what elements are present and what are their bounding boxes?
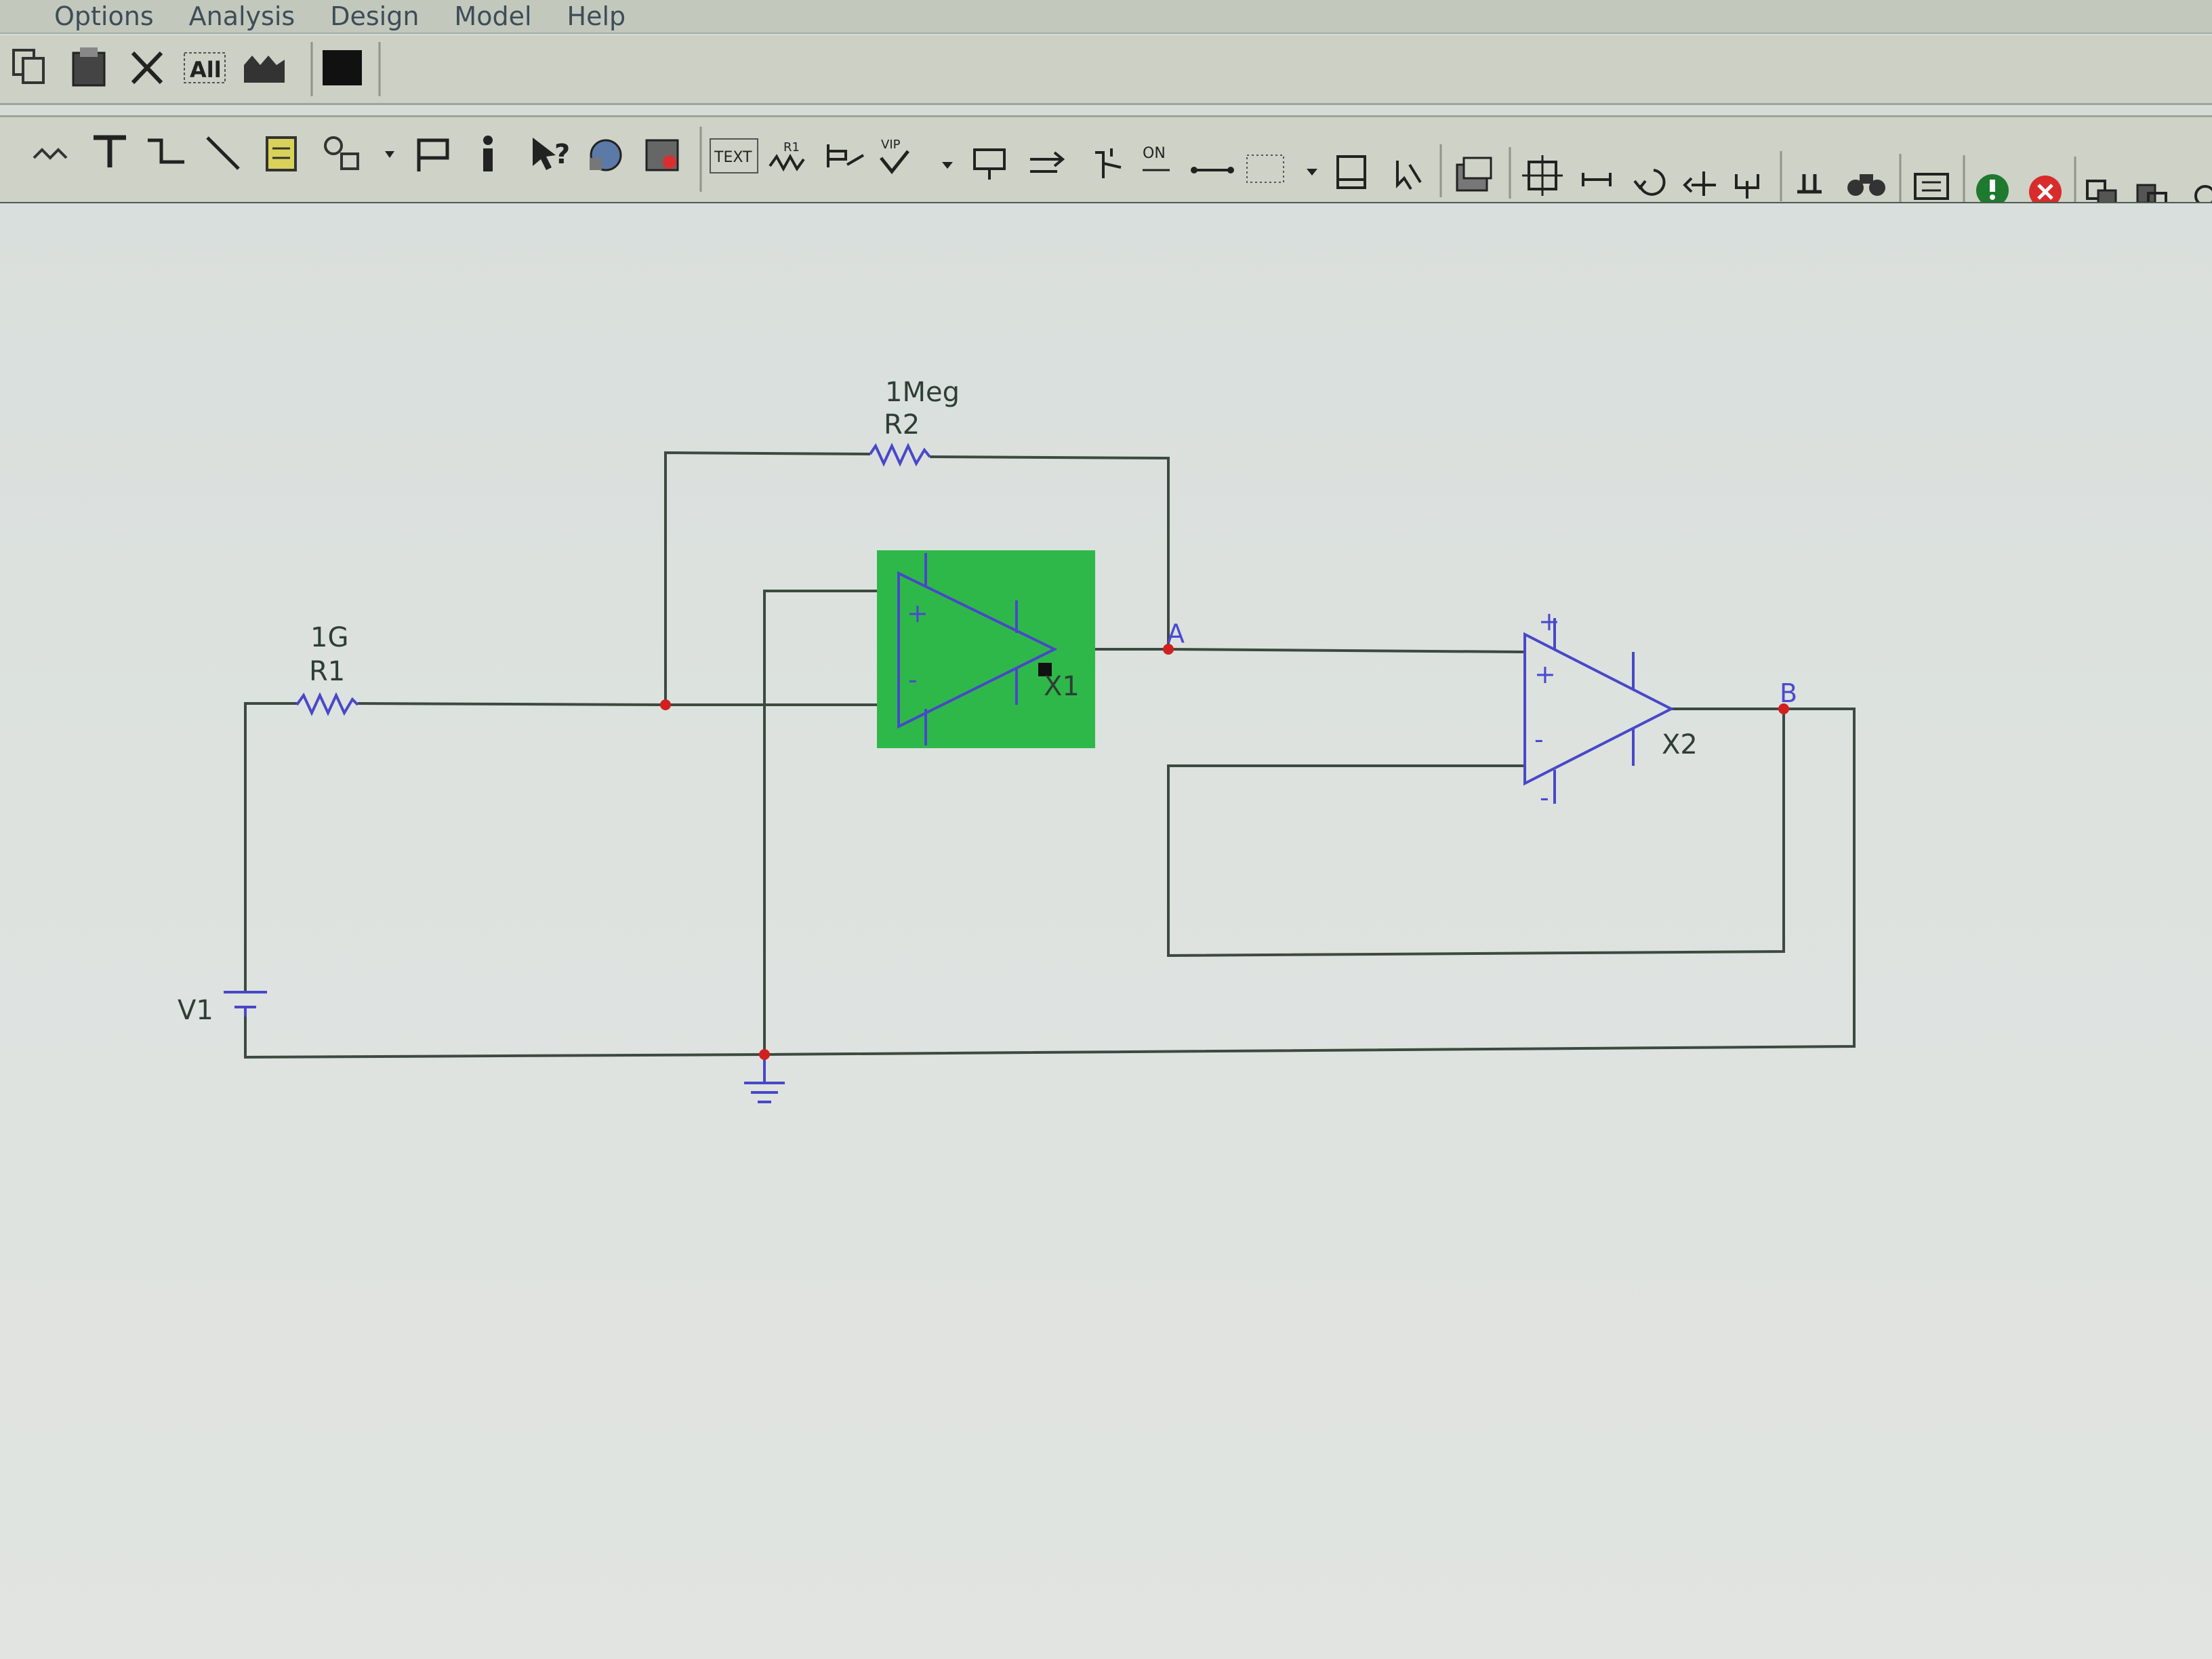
resistor-label-icon[interactable]: R1 <box>769 140 805 172</box>
menu-model[interactable]: Model <box>454 1 532 31</box>
select-all-label: All <box>190 57 222 83</box>
line-icon[interactable] <box>206 136 240 170</box>
menu-bar: Options Analysis Design Model Help <box>0 0 2212 34</box>
menu-analysis[interactable]: Analysis <box>188 1 295 31</box>
binoculars-icon[interactable] <box>1847 174 1885 196</box>
switch-on-icon[interactable]: ON <box>1143 145 1170 171</box>
component-edit-icon[interactable] <box>645 139 679 171</box>
voltage-source-v1[interactable]: V1 <box>178 991 267 1026</box>
bring-front-icon[interactable] <box>2086 180 2117 202</box>
menu-design[interactable]: Design <box>330 1 419 31</box>
close-circle-icon[interactable] <box>2029 176 2062 202</box>
x1-selection-box <box>877 550 1095 748</box>
flag-icon[interactable] <box>417 138 449 171</box>
select-all-icon[interactable]: All <box>184 52 226 83</box>
x1-minus-pin: - <box>908 665 918 695</box>
wire-x2-feedback[interactable] <box>1167 709 1785 958</box>
v1-name: V1 <box>178 995 213 1026</box>
hand-icon[interactable] <box>244 56 285 83</box>
resistor-label-text: R1 <box>783 140 800 155</box>
info-icon[interactable] <box>483 136 493 171</box>
shapes-dropdown-icon[interactable] <box>385 151 394 158</box>
wire-ground-return[interactable] <box>764 708 1856 1056</box>
pick-icon[interactable] <box>1396 161 1422 190</box>
vip-probe-icon[interactable]: VIP <box>880 138 953 175</box>
svg-text:?: ? <box>554 139 570 170</box>
x2-vplus-pin: + <box>1538 607 1560 636</box>
wire-a-to-x2-plus[interactable] <box>1168 648 1525 653</box>
rotate-icon[interactable] <box>1633 169 1666 196</box>
wire-r1-left[interactable] <box>244 702 297 943</box>
text-label-tool-text: TEXT <box>714 149 752 166</box>
flip-vertical-icon[interactable] <box>1735 174 1759 199</box>
overflow-icon[interactable] <box>2194 185 2212 202</box>
meter-icon[interactable] <box>266 136 297 171</box>
fit-icon[interactable] <box>1522 155 1563 196</box>
junction-b[interactable] <box>1778 703 1789 714</box>
junctions <box>660 644 1789 1060</box>
text-label-tool-icon[interactable]: TEXT <box>710 138 758 173</box>
wire-r2-left[interactable] <box>664 451 871 705</box>
x2-name: X2 <box>1662 729 1698 760</box>
toolbar-components: ? TEXT R1 VIP <box>0 115 2212 205</box>
resistor-r1[interactable]: 1G R1 <box>295 622 359 716</box>
transistor-icon[interactable] <box>1095 148 1122 178</box>
junction-ground[interactable] <box>759 1049 770 1060</box>
globe-icon[interactable] <box>590 139 622 171</box>
wire-icon[interactable] <box>148 138 184 164</box>
pin-marker-icon[interactable] <box>827 144 865 167</box>
opamp-x1[interactable]: + - X1 <box>877 550 1095 748</box>
wire-r2-right[interactable] <box>929 455 1170 649</box>
vip-probe-text: VIP <box>881 138 901 152</box>
toolbar-top: All <box>0 35 2212 105</box>
x1-origin-marker <box>1038 663 1052 676</box>
ground-symbol[interactable] <box>744 1054 785 1103</box>
delete-icon[interactable] <box>131 51 163 85</box>
connector-icon[interactable] <box>1191 167 1234 173</box>
stop-icon[interactable] <box>323 50 362 85</box>
run-check-icon[interactable] <box>1976 174 2009 202</box>
switch-on-text: ON <box>1143 145 1166 162</box>
help-pointer-icon[interactable]: ? <box>533 138 570 170</box>
send-back-icon[interactable] <box>2136 184 2167 202</box>
text-tool-icon[interactable] <box>94 135 126 167</box>
wires <box>244 451 1856 1059</box>
paste-icon[interactable] <box>72 47 106 87</box>
board-icon[interactable] <box>1914 173 1949 200</box>
x1-name: X1 <box>1044 671 1080 702</box>
r2-name: R2 <box>884 409 920 441</box>
properties-icon[interactable] <box>1456 157 1492 192</box>
r1-value: 1G <box>310 622 348 653</box>
wire-v1-bottom[interactable] <box>244 1017 765 1059</box>
find-icon[interactable] <box>1797 174 1822 194</box>
junction-r1-r2[interactable] <box>660 699 671 710</box>
grid-icon[interactable] <box>1246 155 1317 183</box>
stretch-icon[interactable] <box>1582 173 1612 186</box>
resistor-r2[interactable]: 1Meg R2 <box>869 377 960 467</box>
x2-plus-pin: + <box>1534 659 1556 689</box>
schematic-canvas[interactable]: 1G R1 1Meg R2 V1 <box>0 203 2212 1659</box>
wire-r1-to-node[interactable] <box>357 702 666 706</box>
wire-x1-plus-to-ground[interactable] <box>763 590 899 1054</box>
vip-dropdown-icon[interactable] <box>942 162 953 169</box>
copy-icon[interactable] <box>12 49 45 84</box>
x2-minus-pin: - <box>1534 724 1544 754</box>
x1-plus-pin: + <box>907 598 928 628</box>
flip-horizontal-icon[interactable] <box>1683 171 1716 196</box>
swap-arrows-icon[interactable] <box>1030 151 1065 173</box>
r1-name: R1 <box>309 656 345 687</box>
x2-vminus-pin: - <box>1540 783 1549 813</box>
menu-options[interactable]: Options <box>54 1 154 31</box>
menu-help[interactable]: Help <box>567 1 626 31</box>
node-label-a[interactable]: A <box>1167 619 1185 649</box>
wave-icon[interactable] <box>33 148 68 160</box>
window-icon[interactable] <box>973 148 1006 180</box>
node-label-b[interactable]: B <box>1780 678 1797 708</box>
r2-value: 1Meg <box>885 377 960 408</box>
opamp-x2[interactable]: + - + - X2 <box>1523 607 1698 813</box>
junction-a[interactable] <box>1163 644 1174 655</box>
page-icon[interactable] <box>1336 155 1366 189</box>
grid-dropdown-icon[interactable] <box>1307 169 1317 176</box>
shapes-icon[interactable] <box>324 136 394 170</box>
